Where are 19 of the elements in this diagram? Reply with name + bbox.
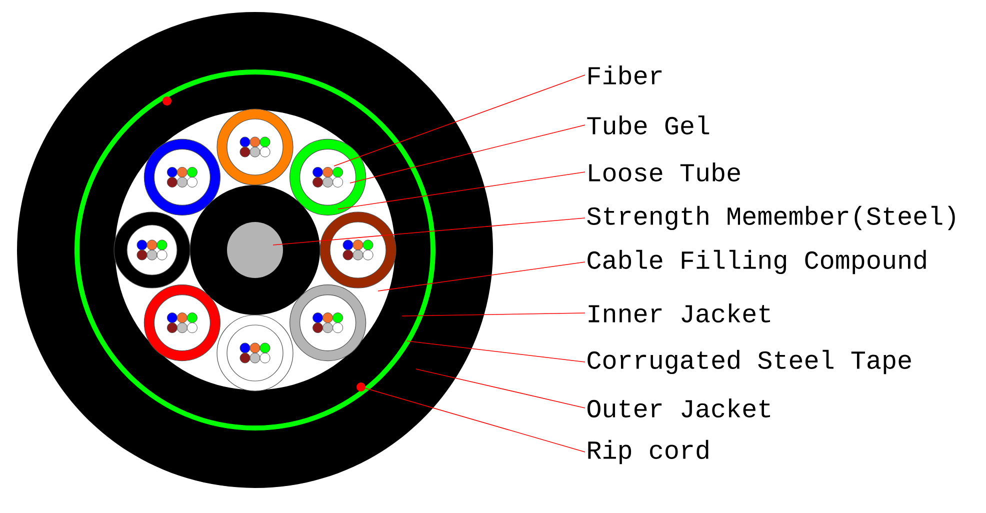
leader-line: [350, 124, 586, 184]
leader-line: [406, 340, 586, 362]
part-label: Tube Gel: [587, 116, 710, 134]
leader-line: [402, 312, 586, 316]
part-label: Fiber: [588, 66, 662, 84]
part-label: Corrugated Steel Tape: [588, 350, 911, 374]
part-label: Cable Filling Compound: [588, 250, 926, 274]
part-label: Inner Jacket: [588, 303, 770, 322]
leader-line: [334, 74, 586, 166]
part-label: Outer Jacket: [588, 398, 770, 418]
rip-cord-dot: [356, 382, 366, 392]
leader-line: [338, 172, 586, 210]
leader-line: [365, 388, 586, 452]
leader-line: [378, 262, 586, 292]
part-label: Rip cord: [588, 440, 708, 464]
part-label: Loose Tube: [589, 162, 740, 182]
leader-line: [416, 368, 586, 408]
leader-line: [272, 218, 586, 246]
part-label: Strength Memember(Steel): [587, 206, 955, 230]
